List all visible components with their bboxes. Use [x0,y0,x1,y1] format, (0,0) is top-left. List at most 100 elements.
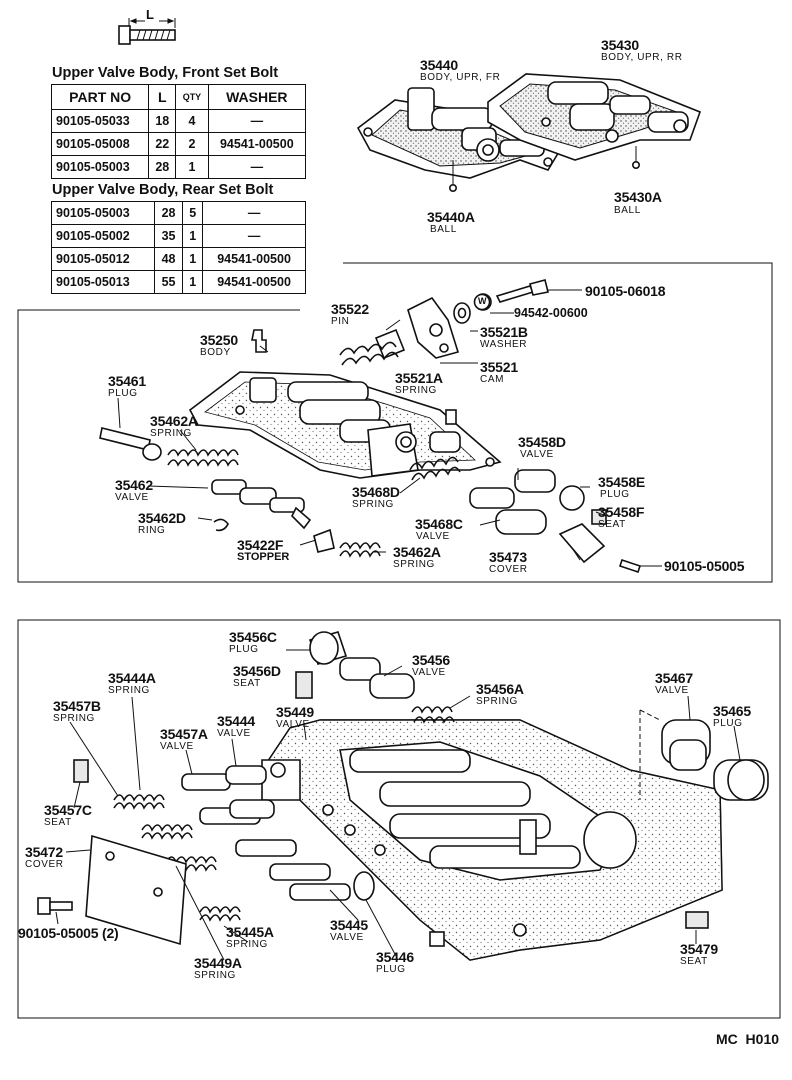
cell-length: 18 [148,109,177,133]
callout-35521A: 35521A [395,370,443,386]
callout-35456C-name: PLUG [229,644,259,655]
callout-35444A-name: SPRING [108,685,150,696]
callout-35444A: 35444A [108,670,156,686]
left-valve-spring-set-drawing [37,759,375,946]
washer-badge [473,293,491,311]
table-row: 90105-05008 22 2 94541-00500 [50,132,307,156]
callout-35456A-name: SPRING [476,696,518,707]
callout-35462A-upper-name: SPRING [150,428,192,439]
cell-washer: — [207,155,307,179]
callout-35449A: 35449A [194,955,242,971]
callout-35422F: 35422F [237,537,284,553]
upper-valve-body-front-drawing [356,87,562,193]
cell-washer: 94541-00500 [207,132,307,156]
callout-35430-name: BODY, UPR, RR [601,52,683,63]
callout-35440A: 35440A [427,209,475,225]
cell-part-no: 90105-05012 [51,247,155,271]
callout-35457B: 35457B [53,698,101,714]
bolt-length-label: L [146,7,154,22]
cell-length: 55 [153,270,184,294]
cell-qty: 2 [175,132,209,156]
callout-35456D: 35456D [233,663,281,679]
callout-35457A-name: VALVE [160,741,194,752]
callout-35465-name: PLUG [713,718,743,729]
upper-valve-body-rear-drawing [487,73,702,170]
callout-35445A: 35445A [226,924,274,940]
front-bolt-table: PART NO L QTY WASHER 90105-05033 18 4 — … [50,84,307,179]
callout-35444: 35444 [217,713,255,729]
callout-35472-name: COVER [25,859,64,870]
callout-35457C: 35457C [44,802,92,818]
callout-35456C: 35456C [229,629,277,645]
right-valve-train-drawing [409,456,642,574]
lower-valve-body-main-drawing [260,709,723,961]
callout-35462D: 35462D [138,510,186,526]
cell-qty: 1 [182,224,204,248]
callout-90105-05005: 90105-05005 [664,558,745,574]
cell-length: 48 [153,247,184,271]
callout-35522-name: PIN [331,316,350,327]
callout-35462A-upper: 35462A [150,413,198,429]
callout-35457A: 35457A [160,726,208,742]
cell-qty: 4 [175,109,209,133]
col-length: L [148,84,177,110]
table-row: 90105-05033 18 4 — [50,109,307,133]
callout-35468D-name: SPRING [352,499,394,510]
bottom-group-frame [17,619,781,1019]
callout-35445: 35445 [330,917,368,933]
callout-35458F: 35458F [598,504,645,520]
callout-35458D: 35458D [518,434,566,450]
callout-35440-name: BODY, UPR, FR [420,72,501,83]
callout-35440: 35440 [420,57,458,73]
cell-length: 22 [148,132,177,156]
callout-35462D-name: RING [138,525,166,536]
table-row: 90105-05012 48 1 94541-00500 [51,247,306,271]
rear-bolt-table: 90105-05003 28 5 — 90105-05002 35 1 — 90… [51,201,306,294]
cell-part-no: 90105-05008 [50,132,150,156]
callout-35449A-name: SPRING [194,970,236,981]
upper-valve-stack-drawing [295,631,455,724]
callout-35461-name: PLUG [108,388,138,399]
callout-35250-name: BODY [200,347,231,358]
callout-35445A-name: SPRING [226,939,268,950]
table-row: 90105-05003 28 5 — [51,201,306,225]
rear-bolt-title: Upper Valve Body, Rear Set Bolt [52,182,274,198]
callout-35430A: 35430A [614,189,662,205]
lower-valve-body-middle-drawing [188,371,502,479]
callout-35468C: 35468C [415,516,463,532]
cell-qty: 5 [182,201,204,225]
seat-35479-drawing [685,911,709,929]
callout-35522: 35522 [331,301,369,317]
callout-35479: 35479 [680,941,718,957]
callout-35473-name: COVER [489,564,528,575]
cell-washer: — [202,201,306,225]
callout-35458E-name: PLUG [600,489,630,500]
cell-part-no: 90105-05003 [50,155,150,179]
callout-94542-00600: 94542-00600 [514,306,588,320]
leader-lines [55,289,741,961]
callout-35458D-name: VALVE [520,449,554,460]
callout-35468D: 35468D [352,484,400,500]
callout-35467-name: VALVE [655,685,689,696]
bolt-length-key [118,18,176,45]
callout-35449: 35449 [276,704,314,720]
cell-washer: 94541-00500 [202,247,306,271]
diagram-code: MC H010 [716,1031,780,1047]
callout-35479-name: SEAT [680,956,708,967]
callout-35462A-lower: 35462A [393,544,441,560]
callout-35467: 35467 [655,670,693,686]
callout-35445-name: VALVE [330,932,364,943]
callout-35456A: 35456A [476,681,524,697]
col-part-no: PART NO [50,84,150,110]
washer-badge-label: W [478,296,487,306]
cell-qty: 1 [175,155,209,179]
table-row: 90105-05013 55 1 94541-00500 [51,270,306,294]
right-plug-valve-drawing [661,719,769,801]
callout-35449-name: VALVE [276,719,310,730]
callout-35458E: 35458E [598,474,646,490]
cell-part-no: 90105-05013 [51,270,155,294]
callout-35457B-name: SPRING [53,713,95,724]
callout-35250: 35250 [200,332,238,348]
callout-35458F-name: SEAT [598,519,626,530]
